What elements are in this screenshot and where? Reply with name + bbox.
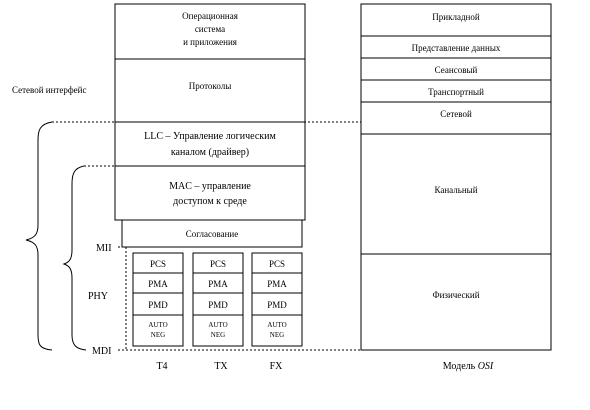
- osi-layer-label: Сеансовый: [435, 65, 478, 75]
- pma-label: PMA: [208, 279, 228, 289]
- mii-label: MII: [96, 243, 112, 254]
- autoneg-line-1: AUTO: [208, 321, 227, 329]
- osi-layer-datalink: [360, 133, 552, 255]
- mac-line-2: доступом к среде: [173, 196, 247, 207]
- column-label: TX: [214, 361, 228, 372]
- dashed-connectors: [52, 121, 361, 351]
- os-line-3: и приложения: [183, 37, 237, 47]
- protocols-box: [114, 58, 306, 123]
- osi-layer-label: Сетевой: [440, 109, 472, 119]
- osi-layer-physical: [360, 253, 552, 351]
- column-label: T4: [156, 361, 167, 372]
- mac-line-1: MAC – управление: [169, 181, 251, 192]
- osi-layer-label: Канальный: [434, 185, 477, 195]
- pcs-label: PCS: [210, 259, 226, 269]
- autoneg-line-1: AUTO: [267, 321, 286, 329]
- osi-stack: Прикладной Представление данных Сеансовы…: [360, 3, 552, 372]
- phy-columns: PCS PMA PMD AUTO NEG T4 PCS PMA PMD AUTO…: [132, 252, 303, 372]
- osi-layer-label: Представление данных: [412, 43, 501, 53]
- column-label: FX: [270, 361, 284, 372]
- pcs-label: PCS: [150, 259, 166, 269]
- pcs-label: PCS: [269, 259, 285, 269]
- llc-line-1: LLC – Управление логическим: [144, 131, 276, 142]
- osi-layer-label: Прикладной: [432, 12, 480, 22]
- autoneg-box: [132, 314, 184, 347]
- os-line-1: Операционная: [182, 11, 238, 21]
- pma-label: PMA: [148, 279, 168, 289]
- left-stack: Операционная система и приложения Проток…: [114, 3, 306, 248]
- osi-layer-label: Физический: [432, 290, 479, 300]
- autoneg-line-1: AUTO: [148, 321, 167, 329]
- osi-caption: Модель OSI: [443, 361, 494, 372]
- osi-layer-application: [360, 3, 552, 37]
- pmd-label: PMD: [148, 300, 168, 310]
- llc-box: [114, 121, 306, 167]
- reconciliation-box: [121, 219, 303, 248]
- autoneg-line-2: NEG: [151, 331, 165, 339]
- os-line-2: система: [195, 24, 225, 34]
- network-interface-brace: [25, 121, 53, 351]
- autoneg-box: [192, 314, 244, 347]
- pmd-label: PMD: [267, 300, 287, 310]
- autoneg-line-2: NEG: [211, 331, 225, 339]
- reconciliation-label: Согласование: [186, 229, 238, 239]
- autoneg-box: [251, 314, 303, 347]
- braces: [25, 121, 87, 351]
- pmd-label: PMD: [208, 300, 228, 310]
- os-box: [114, 3, 306, 60]
- osi-caption-word: Модель: [443, 361, 476, 372]
- osi-layer-network: [360, 101, 552, 135]
- osi-caption-osi: OSI: [478, 361, 494, 372]
- autoneg-line-2: NEG: [270, 331, 284, 339]
- protocols-label: Протоколы: [189, 81, 232, 91]
- network-interface-label: Сетевой интерфейс: [12, 85, 87, 95]
- pma-label: PMA: [267, 279, 287, 289]
- mdi-label: MDI: [92, 346, 111, 357]
- side-labels: Сетевой интерфейс MII PHY MDI: [12, 85, 112, 357]
- phy-brace: [62, 165, 87, 351]
- phy-column-t4: PCS PMA PMD AUTO NEG T4: [132, 252, 184, 372]
- phy-label: PHY: [88, 291, 108, 302]
- osi-layer-label: Транспортный: [428, 87, 484, 97]
- phy-column-fx: PCS PMA PMD AUTO NEG FX: [251, 252, 303, 372]
- mac-box: [114, 165, 306, 221]
- llc-line-2: каналом (драйвер): [171, 147, 249, 158]
- phy-column-tx: PCS PMA PMD AUTO NEG TX: [192, 252, 244, 372]
